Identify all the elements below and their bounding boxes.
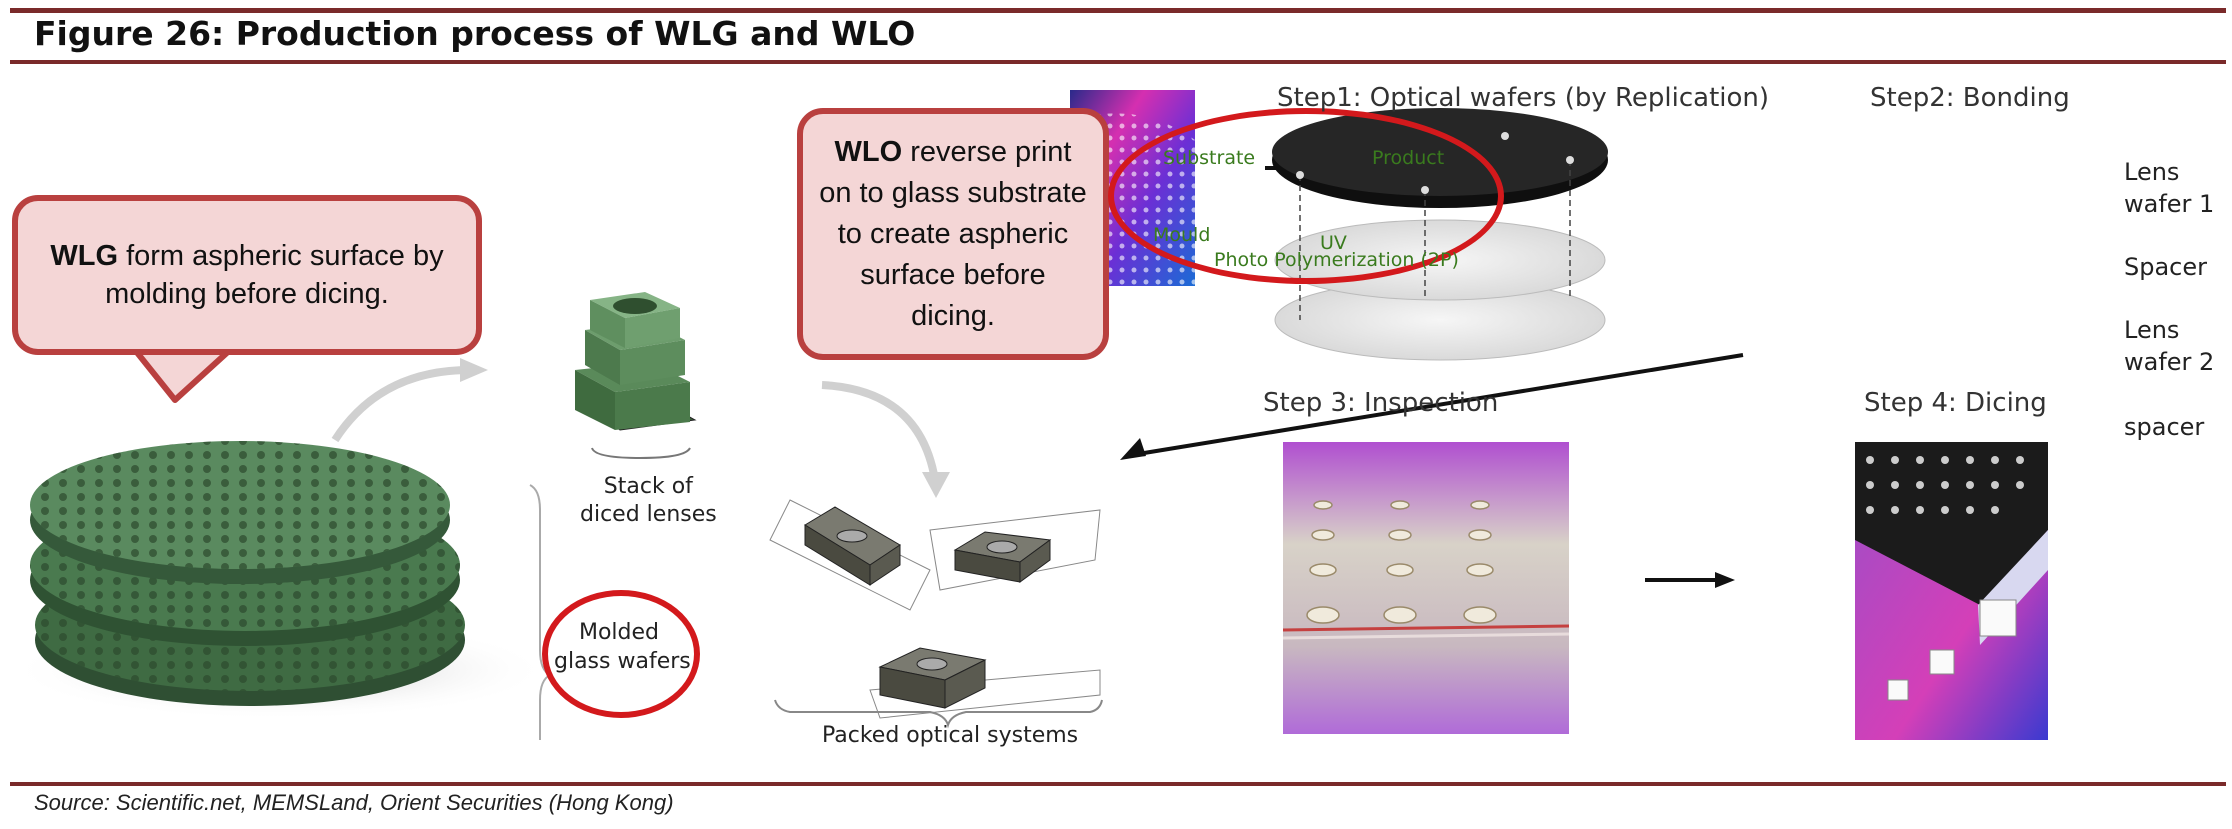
substrate-label: Substrate bbox=[1163, 147, 1256, 169]
lens-wafer1-line1: Lens bbox=[2124, 158, 2180, 186]
wlg-callout-tail bbox=[132, 347, 233, 403]
step3-label: Step 3: Inspection bbox=[1263, 388, 1499, 418]
figure-title: Figure 26: Production process of WLG and… bbox=[34, 14, 916, 53]
bottom-rule bbox=[10, 782, 2226, 786]
molded-label-line2: glass wafers bbox=[554, 649, 691, 674]
wlo-callout-bold: WLO bbox=[834, 135, 903, 168]
title-underline bbox=[10, 60, 2226, 64]
spacer1-label: Spacer bbox=[2124, 253, 2208, 281]
curve-arrow-2 bbox=[821, 381, 939, 481]
lens-wafer2-label: Lens wafer 2 bbox=[2124, 314, 2214, 378]
step1-label: Step1: Optical wafers (by Replication) bbox=[1277, 83, 1770, 113]
lens-wafer2-line2: wafer 2 bbox=[2124, 348, 2215, 376]
wlg-callout-bold: WLG bbox=[50, 240, 119, 272]
molded-label-line1: Molded bbox=[578, 620, 660, 645]
wafer-stack bbox=[10, 441, 550, 720]
packed-optical-systems bbox=[769, 499, 1101, 719]
step4-label: Step 4: Dicing bbox=[1864, 388, 2047, 418]
diced-lens-stack bbox=[575, 292, 697, 460]
dicing-photo bbox=[1855, 442, 2048, 740]
arrow-step2-step3 bbox=[1131, 353, 1744, 457]
molded-label: Molded glass wafers bbox=[554, 618, 691, 676]
lens-wafer1-label: Lens wafer 1 bbox=[2124, 156, 2214, 220]
product-label: Product bbox=[1372, 147, 1445, 169]
mould-label: Mould bbox=[1153, 224, 1211, 246]
stack-label: Stack of diced lenses bbox=[580, 473, 717, 529]
lens-wafer1-line2: wafer 1 bbox=[2124, 190, 2215, 218]
molded-bracket bbox=[529, 484, 553, 740]
wlg-callout: WLG form aspheric surface by molding bef… bbox=[12, 195, 482, 355]
stack-label-line2: diced lenses bbox=[580, 502, 717, 527]
photo-poly-label: Photo Polymerization (2P) bbox=[1214, 249, 1459, 271]
figure-source: Source: Scientific.net, MEMSLand, Orient… bbox=[34, 790, 674, 815]
top-rule bbox=[10, 8, 2226, 13]
uv-label: UV bbox=[1320, 232, 1347, 254]
replication-highlight bbox=[1108, 108, 1504, 284]
molded-highlight bbox=[542, 590, 700, 718]
wlo-callout: WLO reverse print on to glass substrate … bbox=[797, 108, 1109, 360]
wlo-callout-text: reverse print on to glass substrate to c… bbox=[819, 135, 1087, 332]
curve-arrow-1 bbox=[331, 366, 471, 443]
spacer2-label: spacer bbox=[2124, 413, 2205, 441]
wlg-callout-text: form aspheric surface by molding before … bbox=[105, 240, 444, 310]
packed-label: Packed optical systems bbox=[822, 723, 1079, 748]
packed-bracket bbox=[774, 699, 1103, 729]
inspection-photo bbox=[1282, 442, 1570, 734]
lens-wafer2-line1: Lens bbox=[2124, 316, 2180, 344]
step2-label: Step2: Bonding bbox=[1870, 83, 2070, 113]
wlg-illustration bbox=[10, 292, 1103, 740]
stack-label-line1: Stack of bbox=[603, 474, 693, 499]
